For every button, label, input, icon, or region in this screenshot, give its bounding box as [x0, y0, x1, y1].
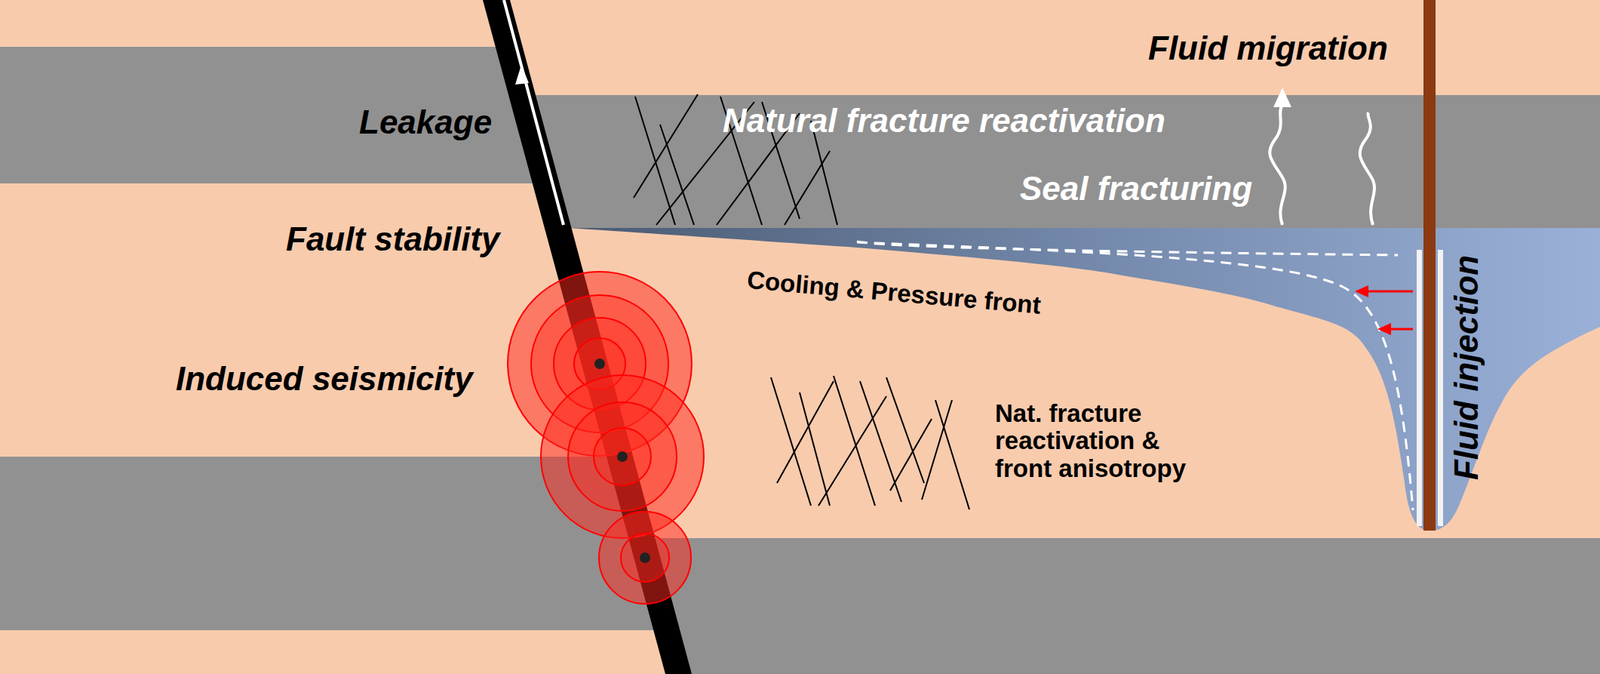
fracture [859, 380, 902, 502]
leakage-path [503, 0, 564, 225]
arrow-head [1354, 285, 1369, 298]
fracture [776, 380, 834, 483]
well [1423, 0, 1436, 531]
seismic-ring [598, 511, 691, 604]
migration-path [1269, 104, 1285, 225]
annotation-label: Induced seismicity [175, 360, 473, 397]
annotation-label: Nat. fracture reactivation & front aniso… [995, 399, 1222, 483]
arrow-head [1273, 87, 1292, 108]
fracture [833, 375, 876, 506]
seismic-ring [568, 402, 677, 511]
annotation-label: Leakage [359, 104, 492, 141]
fracture-set [770, 375, 970, 510]
fracture [818, 396, 887, 506]
seismic-event [598, 511, 691, 604]
seismic-ring [540, 374, 704, 538]
well-screen [1437, 249, 1444, 526]
hypocenter [594, 358, 605, 369]
seismic-event [540, 374, 704, 538]
annotation-label: Natural fracture reactivation [722, 102, 1166, 139]
fracture [633, 94, 698, 198]
fracture [890, 418, 932, 491]
arrow-head [515, 64, 529, 85]
hypocenter [639, 552, 651, 563]
fracture [635, 96, 676, 225]
fracture [886, 377, 925, 483]
flow-arrow [1365, 290, 1413, 293]
seismic-ring [593, 427, 652, 486]
fracture [921, 399, 953, 500]
annotation-label: Fluid migration [1148, 30, 1389, 67]
annotation-label: Cooling & Pressure front [746, 266, 1042, 320]
fracture [784, 150, 830, 225]
fracture [660, 124, 695, 225]
arrow-head [1377, 322, 1392, 335]
annotation-label: Seal fracturing [1019, 170, 1253, 207]
injection-plume [568, 227, 1600, 531]
flow-arrow [1388, 328, 1413, 331]
seal-layer [0, 537, 1600, 674]
well-screen [1416, 249, 1422, 526]
fault [482, 0, 692, 674]
seismic-ring [620, 533, 670, 582]
hypocenter [617, 451, 628, 462]
seal-layer [0, 95, 1600, 228]
fracture [935, 399, 970, 510]
fracture [799, 392, 830, 506]
migration-path [1360, 112, 1375, 225]
fracture [770, 377, 811, 506]
annotation-label: Fault stability [285, 221, 501, 258]
front-line [856, 241, 1398, 255]
annotation-label: Fluid injection [1448, 254, 1485, 480]
